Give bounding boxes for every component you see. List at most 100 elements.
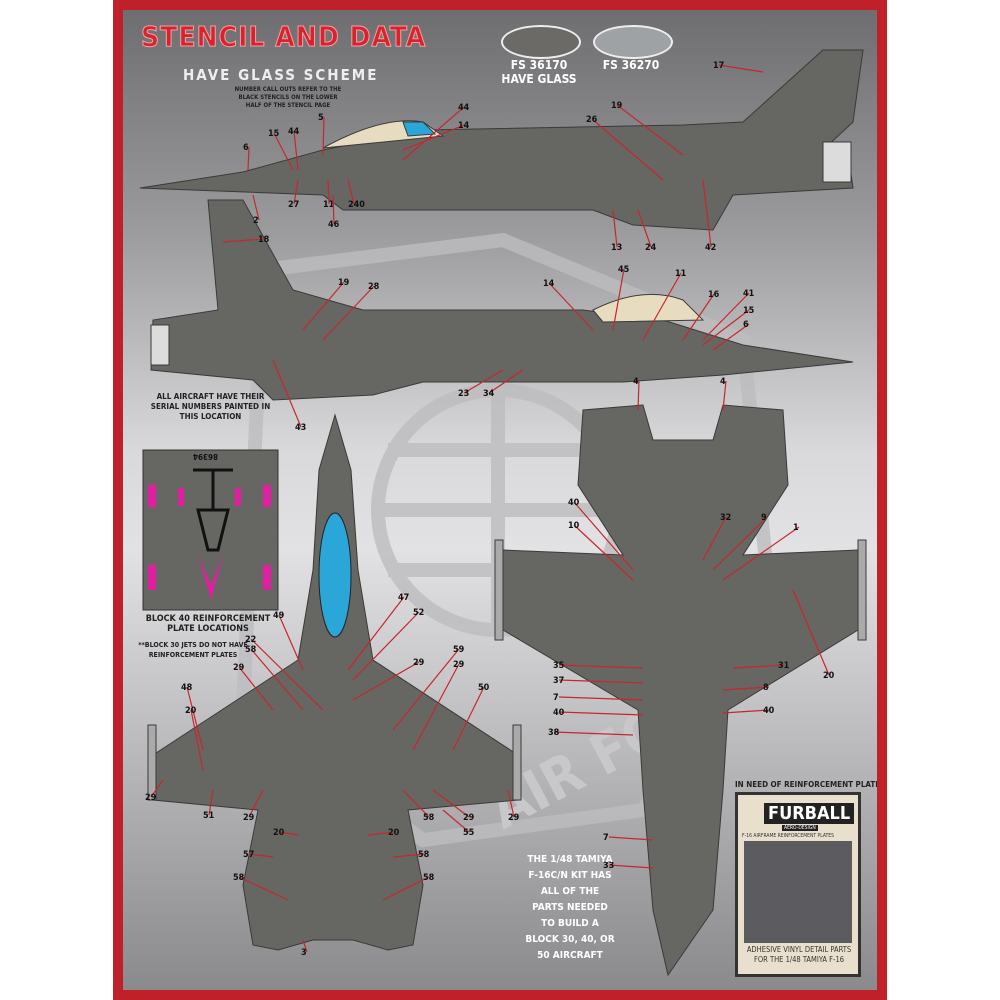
callout-leader: [293, 179, 299, 205]
callout-leader: [558, 711, 644, 716]
callout-number: 35: [553, 661, 565, 671]
callout-leader: [637, 209, 652, 248]
callout-leader: [548, 282, 594, 331]
callout-number: 18: [258, 235, 270, 245]
furball-caption: ADHESIVE VINYL DETAIL PARTS FOR THE 1/48…: [746, 945, 852, 964]
callout-leader: [722, 380, 727, 411]
callout-leader: [507, 789, 515, 818]
callout-leader: [250, 648, 304, 711]
bottom-view: [494, 404, 867, 977]
side-view-left: [139, 49, 864, 231]
callout-leader: [722, 709, 770, 714]
callout-number: 38: [548, 728, 560, 738]
callout-number: 10: [568, 521, 580, 531]
callout-leader: [347, 596, 405, 671]
side-view-right: [150, 199, 854, 401]
callout-leader: [608, 864, 654, 869]
callout-number: 33: [603, 861, 614, 871]
callout-leader: [347, 179, 355, 205]
sheet-title: STENCIL AND DATA: [140, 20, 427, 54]
callout-leader: [722, 686, 770, 691]
callout-leader: [248, 789, 264, 818]
callout-leader: [392, 853, 425, 858]
callout-number: 29: [453, 660, 465, 670]
callout-leader: [558, 664, 644, 669]
swatch-code: FS 36270: [602, 58, 660, 72]
callout-number: 13: [611, 243, 622, 253]
callout-number: 29: [413, 658, 425, 668]
callout-number: 31: [778, 661, 790, 671]
callout-leader: [722, 526, 800, 581]
furball-sub: AERO-DESIGN: [782, 825, 818, 831]
callout-leader: [591, 118, 664, 181]
callout-leader: [302, 281, 345, 331]
callout-number: 20: [185, 706, 197, 716]
callout-leader: [616, 104, 684, 156]
callout-number: 37: [553, 676, 564, 686]
callout-leader: [252, 194, 260, 221]
swatch-fs36270: [593, 25, 673, 59]
callout-number: 32: [720, 513, 731, 523]
need-plates-note: IN NEED OF REINFORCEMENT PLATES?: [735, 780, 877, 789]
callout-leader: [452, 686, 485, 751]
callout-number: 47: [398, 593, 409, 603]
callout-leader: [553, 731, 634, 736]
callout-number: 49: [273, 611, 285, 621]
callout-number: 45: [618, 265, 630, 275]
callout-number: 20: [273, 828, 285, 838]
callout-leader: [702, 516, 727, 561]
tamiya-note: THE 1/48 TAMIYA F-16C/N KIT HAS ALL OF T…: [525, 854, 615, 961]
callout-number: 29: [243, 813, 255, 823]
decal-sheet: AIR FORCES: [113, 0, 887, 1000]
callout-number: 59: [453, 645, 465, 655]
callout-leader: [208, 789, 214, 816]
callout-leader: [238, 666, 274, 711]
callout-leader: [293, 130, 299, 171]
callout-leader: [702, 292, 750, 341]
callout-number: 6: [243, 143, 249, 153]
callout-number: 8: [763, 683, 769, 693]
callout-number: 41: [743, 289, 755, 299]
callout-leader: [367, 831, 395, 836]
callout-number: 15: [268, 129, 280, 139]
product-preview: [744, 841, 852, 943]
callout-leader: [573, 524, 634, 581]
callout-leader: [732, 664, 785, 669]
callout-leader: [222, 238, 265, 243]
callout-number: 1: [793, 523, 799, 533]
callout-number: 14: [458, 121, 470, 131]
callout-number: 29: [233, 663, 245, 673]
swatch-label-2: FS 36270: [581, 58, 681, 72]
callout-number: 58: [418, 850, 430, 860]
callout-leader: [558, 696, 644, 701]
callout-leader: [412, 663, 460, 751]
callout-number: 20: [823, 671, 835, 681]
callout-number: 20: [388, 828, 400, 838]
callout-number: 6: [743, 320, 749, 330]
reinforcement-plate-diagram: [142, 449, 279, 611]
callout-number: 240: [348, 200, 365, 210]
callout-number: 7: [603, 833, 609, 843]
callout-number: 51: [203, 811, 215, 821]
callout-leader: [712, 323, 750, 351]
callout-number: 40: [553, 708, 565, 718]
callout-leader: [150, 779, 164, 798]
callout-leader: [392, 648, 460, 731]
callout-number: 17: [713, 61, 724, 71]
callout-number: 4: [720, 377, 726, 387]
callout-number: 11: [675, 269, 687, 279]
furball-ad: FURBALL AERO-DESIGN F-16 AIRFRAME REINFO…: [735, 792, 861, 977]
callout-number: 9: [761, 513, 767, 523]
callout-leader: [402, 106, 465, 161]
block40-note: BLOCK 40 REINFORCEMENT PLATE LOCATIONS: [145, 614, 271, 634]
callout-number: 22: [245, 635, 256, 645]
callout-leader: [352, 661, 420, 701]
callout-number: 44: [288, 127, 300, 137]
callout-leader: [322, 285, 375, 341]
block30-note: **BLOCK 30 JETS DO NOT HAVE REINFORCEMEN…: [138, 641, 248, 659]
callout-leader: [637, 380, 640, 411]
sheet-content: AIR FORCES: [123, 10, 877, 990]
callout-number: 28: [368, 282, 380, 292]
